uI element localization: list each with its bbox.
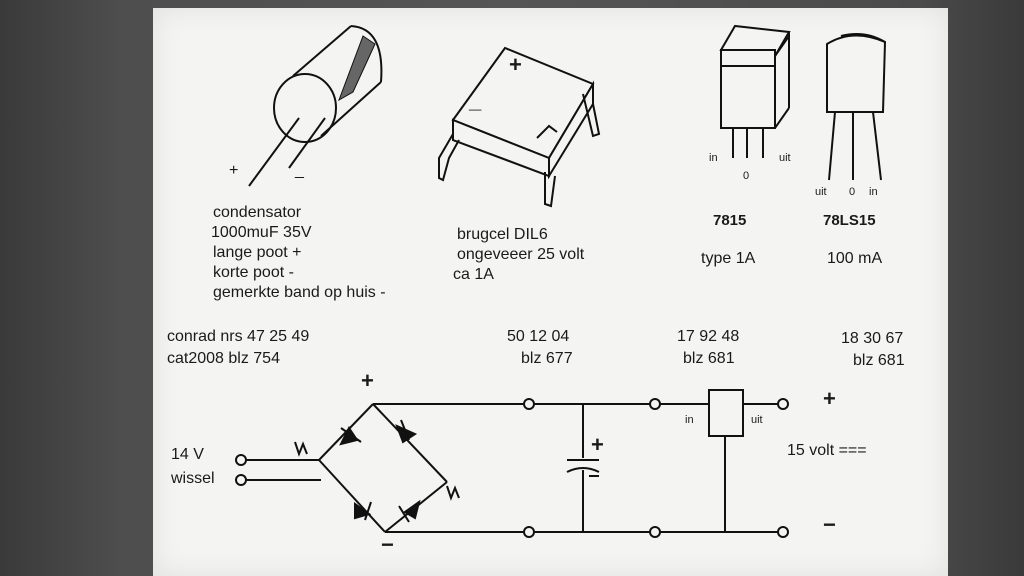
reg78ls15-order-nr: 18 30 67 — [841, 330, 904, 347]
bridge-drawing — [438, 46, 601, 208]
output-minus-label: − — [823, 512, 836, 537]
conrad-label: conrad nrs 47 25 49 — [167, 328, 310, 345]
bridge-plus-label: + — [361, 368, 374, 393]
bridge-order-nr: 50 12 04 — [507, 328, 570, 345]
reg78ls15-name: 78LS15 — [823, 212, 876, 229]
reg78ls15-pin-out: uit — [815, 186, 827, 198]
output-plus-label: + — [823, 386, 836, 411]
bridge-minus-label: − — [381, 532, 394, 557]
bridge-plus-pin-label: + — [509, 52, 522, 77]
cap-line-1: condensator — [213, 204, 302, 221]
cap-line-2: 1000muF 35V — [211, 224, 312, 241]
reg78ls15-spec: 100 mA — [827, 250, 883, 267]
bridge-line-2: ongeveeer 25 volt — [457, 246, 585, 263]
schematic-reg-out-label: uit — [751, 414, 763, 426]
cap-plus-label: + — [591, 432, 604, 457]
rectifier-schematic — [245, 389, 779, 533]
reg7815-order-nr: 17 92 48 — [677, 328, 740, 345]
cap-line-4: korte poot - — [213, 264, 294, 281]
bridge-minus-pin-label: _ — [469, 88, 482, 113]
component-drawings — [235, 24, 887, 538]
reg7815-drawing — [719, 24, 791, 158]
reg78ls15-catalog-page: blz 681 — [853, 352, 905, 369]
capacitor-drawing — [248, 25, 383, 187]
reg7815-spec: type 1A — [701, 250, 756, 267]
catalog-label: cat2008 blz 754 — [167, 350, 280, 367]
terminal-circles — [235, 398, 789, 538]
cap-line-3: lange poot + — [213, 244, 302, 261]
input-type-label: wissel — [171, 470, 215, 487]
reg7815-pin-gnd: 0 — [743, 170, 750, 182]
reg7815-name: 7815 — [713, 212, 747, 229]
reg78ls15-pin-gnd: 0 — [849, 186, 856, 198]
bridge-line-3: ca 1A — [453, 266, 494, 283]
cap-line-5: gemerkte band op huis - — [213, 284, 386, 301]
cap-plus-lead-label: + — [229, 162, 239, 179]
reg7815-pin-in: in — [709, 152, 718, 164]
output-voltage-label: 15 volt === — [787, 442, 867, 459]
reg78ls15-pin-in: in — [869, 186, 878, 198]
reg7815-catalog-page: blz 681 — [683, 350, 735, 367]
cap-minus-lead-label: _ — [295, 162, 304, 179]
input-voltage-label: 14 V — [171, 446, 204, 463]
schematic-reg-in-label: in — [685, 414, 694, 426]
reg78ls15-drawing — [826, 33, 887, 181]
reg7815-pin-out: uit — [779, 152, 791, 164]
drawing-sheet: + _ + _ in 0 uit uit 0 in condensator 10… — [153, 8, 948, 576]
bridge-catalog-page: blz 677 — [521, 350, 573, 367]
bridge-line-1: brugcel DIL6 — [457, 226, 548, 243]
